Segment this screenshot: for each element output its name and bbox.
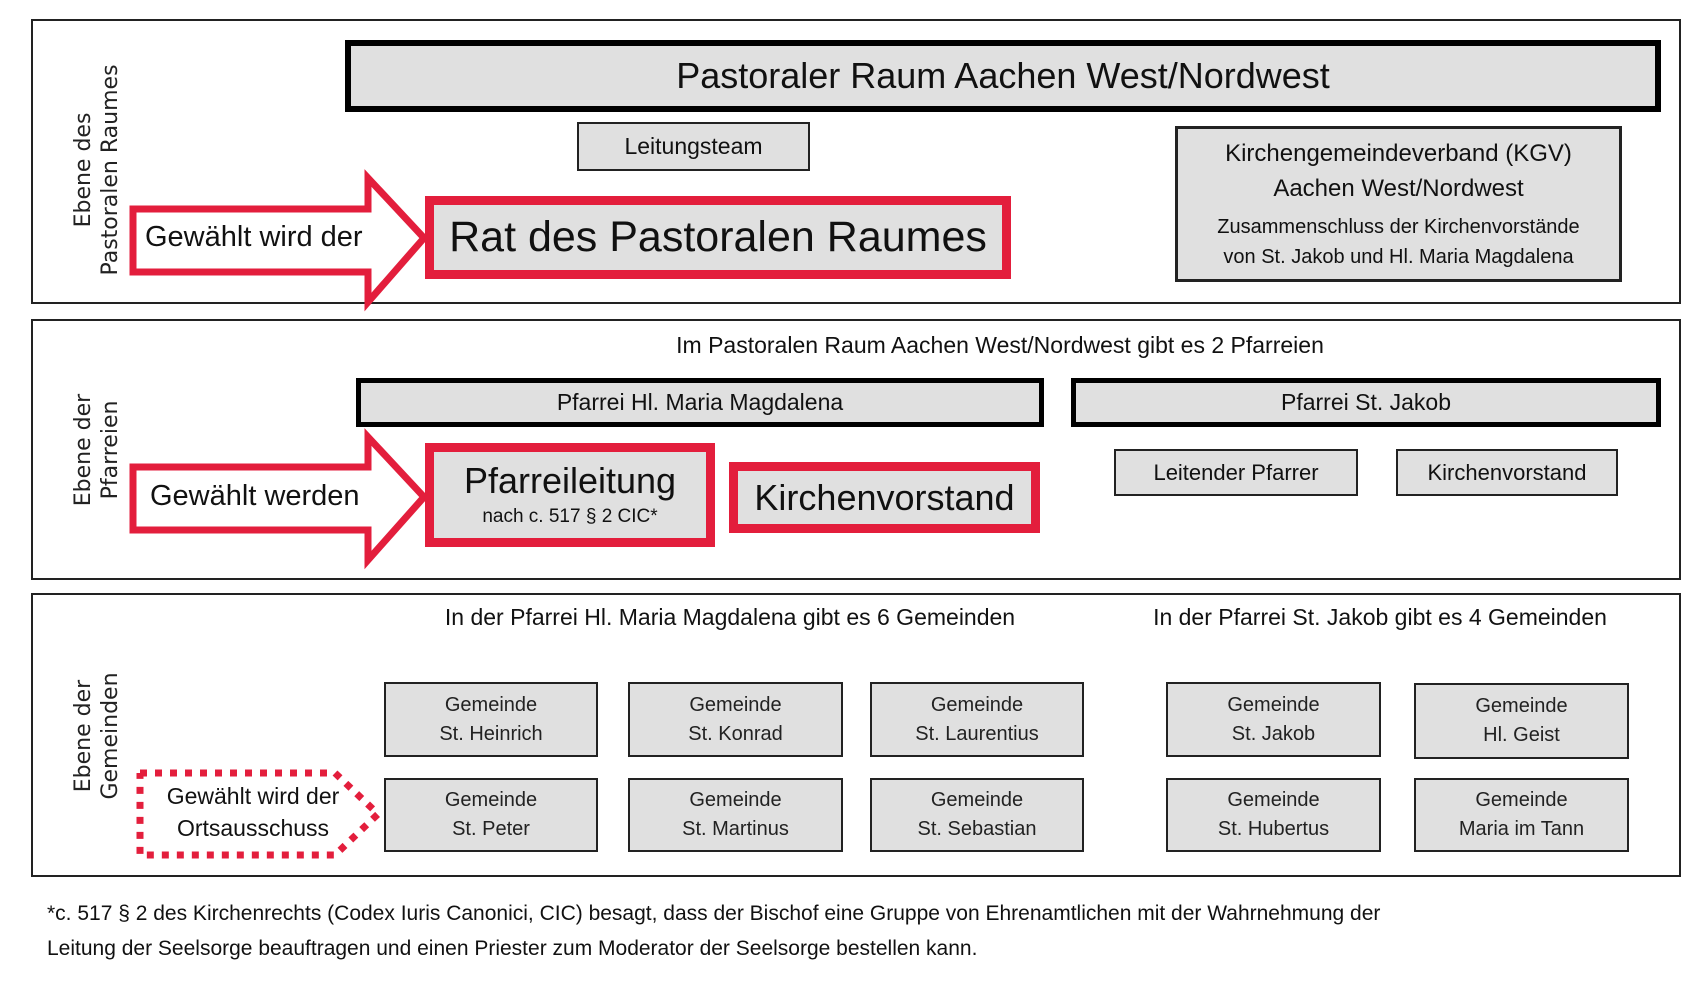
parishes-caption: Im Pastoralen Raum Aachen West/Nordwest … (676, 332, 1324, 358)
elected-arrow-label-parishes: Gewählt werden (150, 480, 360, 512)
elected-ortsausschuss-label: Gewählt wird der Ortsausschuss (166, 783, 340, 841)
elected-arrow-label-pastoral: Gewählt wird der (145, 221, 363, 253)
footnote: *c. 517 § 2 des Kirchenrechts (Codex Iur… (47, 896, 1687, 966)
community-st-jakob: Gemeinde St. Jakob (1166, 682, 1381, 757)
pastoral-space-title: Pastoraler Raum Aachen West/Nordwest (676, 55, 1330, 96)
pfarreileitung-box: Pfarreileitung nach c. 517 § 2 CIC* (425, 443, 715, 547)
parish-st-jakob-bar: Pfarrei St. Jakob (1071, 378, 1661, 427)
pastoral-space-title-bar: Pastoraler Raum Aachen West/Nordwest (345, 40, 1661, 112)
communities-caption-st-jakob: In der Pfarrei St. Jakob gibt es 4 Gemei… (1153, 604, 1607, 630)
community-st-hubertus: Gemeinde St. Hubertus (1166, 778, 1381, 852)
kgv-box: Kirchengemeindeverband (KGV) Aachen West… (1175, 126, 1622, 282)
footnote-line-1: *c. 517 § 2 des Kirchenrechts (Codex Iur… (47, 902, 1381, 925)
pastoral-council-box: Rat des Pastoralen Raumes (425, 196, 1011, 279)
community-st-konrad: Gemeinde St. Konrad (628, 682, 843, 757)
kirchenvorstand-st-jakob-box: Kirchenvorstand (1396, 449, 1618, 496)
leitender-pfarrer-box: Leitender Pfarrer (1114, 449, 1358, 496)
community-hl-geist: Gemeinde Hl. Geist (1414, 683, 1629, 759)
parish-maria-magdalena-bar: Pfarrei Hl. Maria Magdalena (356, 378, 1044, 427)
panel-community-level (31, 593, 1681, 877)
community-st-peter: Gemeinde St. Peter (384, 778, 598, 852)
communities-caption-maria-magdalena: In der Pfarrei Hl. Maria Magdalena gibt … (444, 604, 1016, 630)
kirchenvorstand-maria-magdalena-box: Kirchenvorstand (729, 462, 1040, 533)
community-st-sebastian: Gemeinde St. Sebastian (870, 778, 1084, 852)
leitungsteam-box: Leitungsteam (577, 122, 810, 171)
footnote-line-2: Leitung der Seelsorge beauftragen und ei… (47, 937, 978, 960)
community-maria-im-tann: Gemeinde Maria im Tann (1414, 778, 1629, 852)
community-st-laurentius: Gemeinde St. Laurentius (870, 682, 1084, 757)
community-st-heinrich: Gemeinde St. Heinrich (384, 682, 598, 757)
community-st-martinus: Gemeinde St. Martinus (628, 778, 843, 852)
